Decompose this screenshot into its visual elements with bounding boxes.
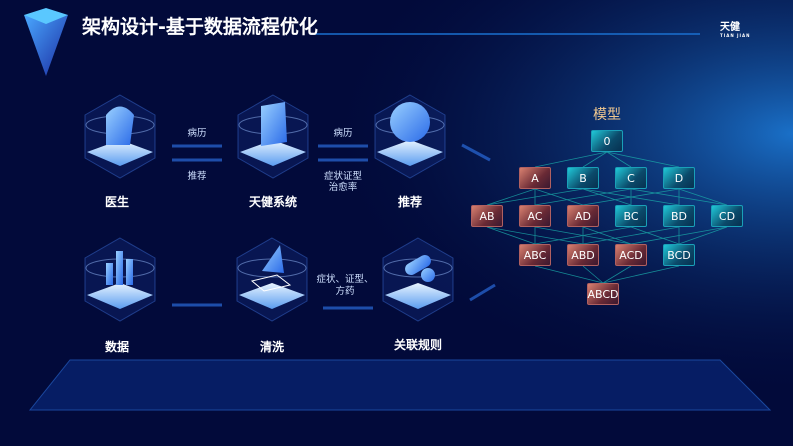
lattice-node: BD [663,205,695,227]
doctor-head-icon [84,94,156,179]
lattice-node: ABC [519,244,551,266]
lattice-node: BCD [663,244,695,266]
lattice-edge [486,188,536,206]
arrow-label: 症状证型 [323,171,363,182]
lattice-edge [534,265,604,284]
node-label-rules: 关联规则 [393,338,443,352]
lattice-edge [582,226,632,245]
lattice-node: BC [615,205,647,227]
node-label-data: 数据 [104,340,130,354]
lattice-node: CD [711,205,743,227]
lattice-node: ACD [615,244,647,266]
arrow-label: 治愈率 [328,182,358,193]
lattice-node: B [567,167,599,189]
arrow-label: 病历 [333,128,353,139]
lattice-edge [534,188,584,206]
document-icon [237,94,309,179]
lattice-edge [630,226,680,245]
header-gem-icon [24,8,68,76]
lattice-node: ABCD [587,283,619,305]
lattice-edge [582,151,608,168]
lattice-edge [534,151,608,168]
node-label-clean: 清洗 [259,340,285,354]
node-label-system: 天健系统 [248,195,298,209]
node-label-doctor: 医生 [104,195,130,209]
lattice-edge [582,265,604,284]
arrow-label: 推荐 [187,171,207,182]
lattice-node: 0 [591,130,623,152]
lattice-edge [606,151,632,168]
lattice-edge [486,226,536,245]
lattice-node: A [519,167,551,189]
cleaning-shape-icon [236,237,308,322]
lattice-edge [602,265,680,284]
lattice-node: AC [519,205,551,227]
lattice-node: AD [567,205,599,227]
lattice-edge [582,226,680,245]
lattice-edge [582,188,680,206]
lattice-node: ABD [567,244,599,266]
lattice-edge [582,188,632,206]
arrow-label: 症状、证型、 [316,274,374,285]
lattice-edge [534,226,632,245]
arrow-label: 方药 [335,286,355,297]
planet-icon [374,94,446,179]
lattice-edge [606,151,680,168]
lattice-edge [602,265,632,284]
page-title: 架构设计-基于数据流程优化 [82,16,318,38]
lattice-node: AB [471,205,503,227]
lattice-node: D [663,167,695,189]
lattice-edge [534,188,632,206]
lattice-edge [678,226,728,245]
lattice-edge [678,188,728,206]
node-label-recommend: 推荐 [397,195,423,209]
lattice-edge [630,226,728,245]
arrow-label: 病历 [187,128,207,139]
model-title: 模型 [593,107,621,123]
molecule-icon [382,237,454,322]
lattice-edge [486,188,584,206]
bar-chart-icon [84,237,156,322]
lattice-node: C [615,167,647,189]
